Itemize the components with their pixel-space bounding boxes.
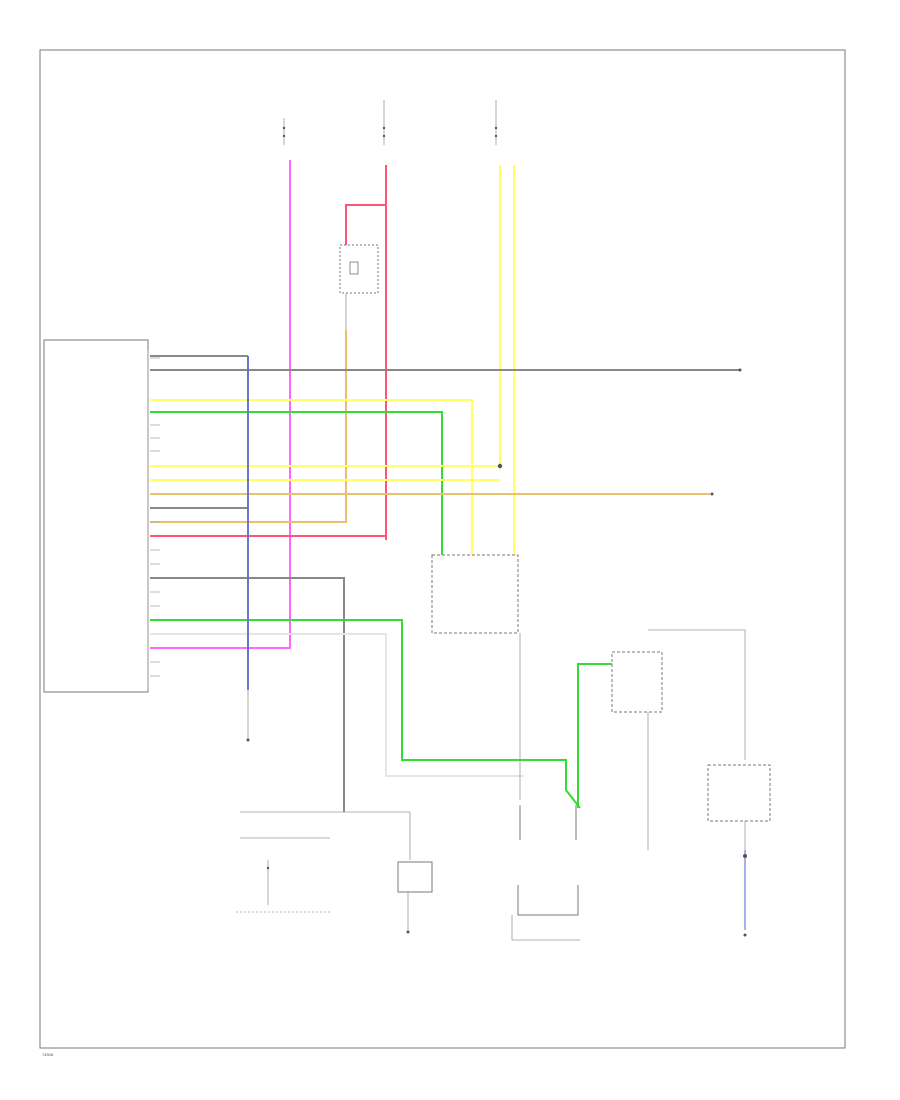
junction-dot-icon [497,463,503,469]
connector-pin-icon [282,126,286,130]
wire-green-right [577,663,612,808]
wire-yellow-400 [150,399,473,555]
wire-tan-relay [150,330,347,523]
lower-middle-component [519,805,577,840]
relay-coil-icon [349,261,359,275]
footer-code: 74508 [42,1052,54,1057]
wire-pink-648 [150,640,291,649]
wire-white-634 [150,633,524,777]
wire-gray-578 [150,577,345,812]
module-pin-ticks [150,357,160,677]
ground-1 [246,690,250,742]
ground-icon [406,930,410,934]
right-lower-component [707,764,771,822]
wire-green-412 [150,411,443,555]
connector-pin-icon [382,134,386,138]
connector-pin-icon [710,492,714,496]
control-module [43,339,149,693]
wire-green-620 [150,619,581,809]
fuse-block-3 [494,100,498,145]
connector-pin-icon [266,866,270,870]
ground-icon [246,738,250,742]
lower-center-relay [397,812,433,934]
connector-pin-icon [738,368,742,372]
right-upper-component [611,651,663,713]
relay [339,244,379,330]
fuse-block-2 [382,100,386,145]
fuse-block-1 [282,118,286,145]
diagram-frame [39,49,846,1049]
connector-pin-icon [282,134,286,138]
junction-dot-icon [743,854,747,858]
ground-icon [743,933,747,937]
lower-left-component [236,860,330,913]
connector-pin-icon [382,126,386,130]
connector-pin-icon [494,126,498,130]
lower-switch [517,885,579,916]
connector-pin-icon [494,134,498,138]
center-component [431,554,519,634]
wire-red-relay [345,204,386,245]
